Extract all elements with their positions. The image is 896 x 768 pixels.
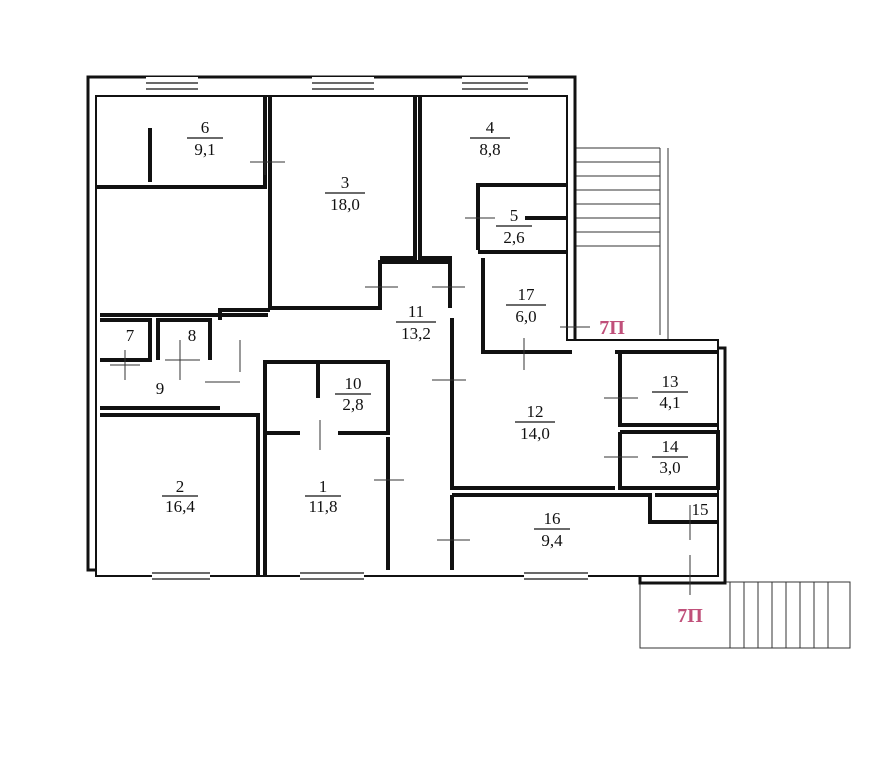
svg-text:4: 4 [486, 118, 495, 137]
svg-text:13,2: 13,2 [401, 324, 431, 343]
svg-text:16,4: 16,4 [165, 497, 195, 516]
svg-text:5: 5 [510, 206, 519, 225]
svg-text:9: 9 [156, 379, 165, 398]
svg-text:18,0: 18,0 [330, 195, 360, 214]
svg-text:11,8: 11,8 [308, 497, 337, 516]
room-label-5: 52,6 [496, 206, 532, 247]
room-label-8: 8 [188, 326, 197, 345]
svg-text:11: 11 [408, 302, 424, 321]
svg-text:16: 16 [544, 509, 561, 528]
windows [146, 77, 588, 584]
svg-text:1: 1 [319, 477, 328, 496]
room-label-11: 11 13,2 [396, 302, 436, 343]
svg-text:14: 14 [662, 437, 680, 456]
svg-text:4,1: 4,1 [659, 393, 680, 412]
room-label-12: 12 14,0 [515, 402, 555, 443]
stairs-top [575, 147, 669, 348]
svg-text:2: 2 [176, 477, 185, 496]
svg-text:2,6: 2,6 [503, 228, 524, 247]
svg-text:9,1: 9,1 [194, 140, 215, 159]
room-label-15: 15 [692, 500, 709, 519]
room-label-13: 134,1 [652, 372, 688, 412]
svg-text:8: 8 [188, 326, 197, 345]
room-label-16: 169,4 [534, 509, 570, 550]
room-label-9: 9 [156, 379, 165, 398]
svg-text:10: 10 [345, 374, 362, 393]
svg-text:13: 13 [662, 372, 679, 391]
svg-text:6: 6 [201, 118, 210, 137]
room-label-14: 143,0 [652, 437, 688, 477]
svg-text:14,0: 14,0 [520, 424, 550, 443]
interior-walls [96, 95, 720, 575]
room-label-6: 69,1 [187, 118, 223, 159]
room-label-4: 48,8 [470, 118, 510, 159]
entrance-label-top: 7П [599, 317, 625, 339]
svg-text:17: 17 [518, 285, 536, 304]
svg-text:9,4: 9,4 [541, 531, 563, 550]
room-label-10: 102,8 [335, 374, 371, 414]
stairs-bottom [639, 581, 851, 649]
door-marks [110, 150, 691, 595]
svg-text:6,0: 6,0 [515, 307, 536, 326]
room-label-1: 111,8 [305, 477, 341, 516]
room-label-7: 7 [126, 326, 135, 345]
room-label-2: 216,4 [162, 477, 198, 516]
svg-text:15: 15 [692, 500, 709, 519]
room-label-3: 318,0 [325, 173, 365, 214]
svg-text:3,0: 3,0 [659, 458, 680, 477]
svg-text:12: 12 [527, 402, 544, 421]
svg-text:8,8: 8,8 [479, 140, 500, 159]
svg-text:3: 3 [341, 173, 350, 192]
room-label-17: 176,0 [506, 285, 546, 326]
svg-text:2,8: 2,8 [342, 395, 363, 414]
entrance-label-bottom: 7П [677, 605, 703, 627]
svg-text:7: 7 [126, 326, 135, 345]
